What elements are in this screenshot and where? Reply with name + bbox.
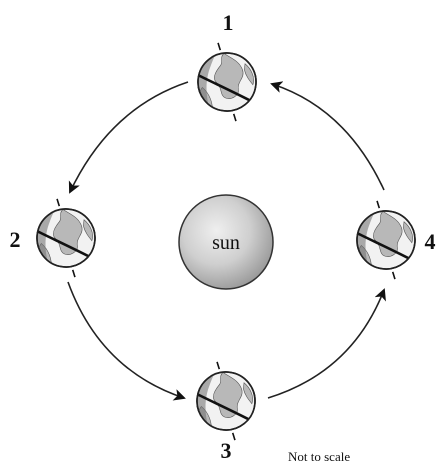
earth-position-4: 4 — [352, 199, 435, 281]
orbit-arrow-1-to-2 — [70, 82, 188, 192]
sun-label: sun — [212, 232, 240, 254]
earth-position-1: 1 — [193, 10, 261, 123]
orbit-arrow-3-to-4 — [268, 290, 384, 398]
position-2-label: 2 — [10, 227, 21, 252]
position-1-label: 1 — [223, 10, 234, 35]
earth-position-2: 2 — [10, 197, 100, 279]
orbit-arrow-2-to-3 — [68, 282, 184, 398]
earth-position-3: 3 — [192, 360, 260, 463]
sun: sun — [179, 195, 273, 289]
position-3-label: 3 — [221, 438, 232, 463]
orbit-arrow-4-to-1 — [272, 84, 384, 190]
not-to-scale-note: Not to scale — [288, 449, 350, 464]
position-4-label: 4 — [425, 229, 436, 254]
